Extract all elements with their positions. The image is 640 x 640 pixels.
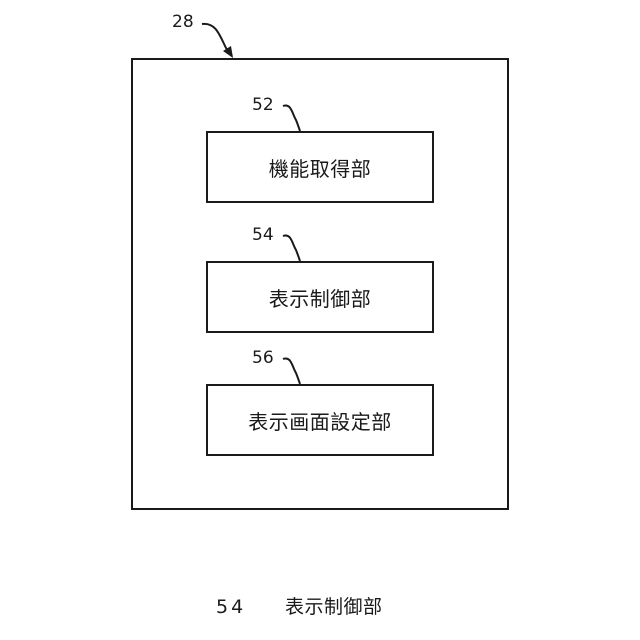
ref-number-outer: 28 (172, 14, 194, 31)
display-screen-setting-unit-label: 表示画面設定部 (248, 406, 392, 435)
display-control-unit-box: 表示制御部 (206, 261, 434, 333)
caption-title: 表示制御部 (285, 598, 383, 617)
ref-number-function-acquisition: 52 (252, 97, 274, 114)
display-screen-setting-unit-box: 表示画面設定部 (206, 384, 434, 456)
arrowhead-outer (223, 46, 233, 58)
ref-number-display-screen-setting: 56 (252, 350, 274, 367)
display-control-unit-label: 表示制御部 (269, 283, 372, 312)
caption-number: 54 (216, 598, 246, 617)
function-acquisition-unit-box: 機能取得部 (206, 131, 434, 203)
ref-number-display-control: 54 (252, 227, 274, 244)
function-acquisition-unit-label: 機能取得部 (269, 153, 372, 182)
